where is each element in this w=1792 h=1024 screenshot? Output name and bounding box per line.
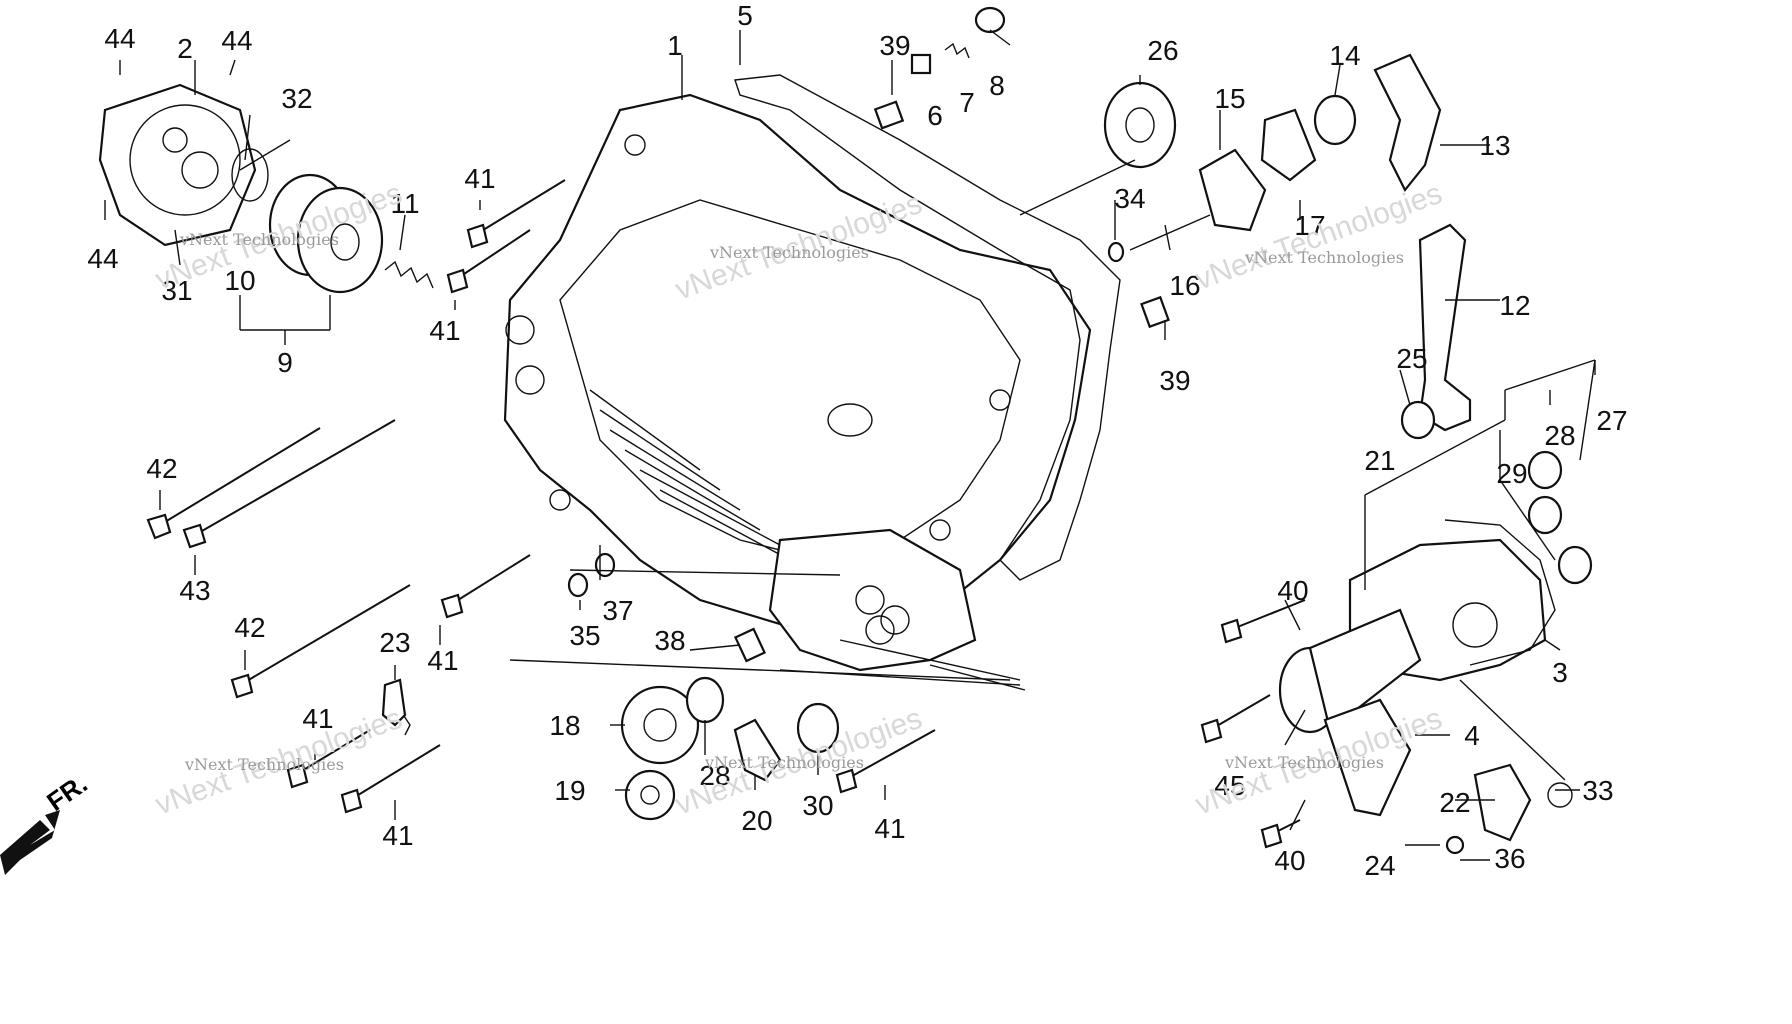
callout-15: 15: [1214, 83, 1245, 114]
callout-14: 14: [1329, 40, 1360, 71]
callout-38: 38: [654, 625, 685, 656]
callout-16: 16: [1169, 270, 1200, 301]
callout-45: 45: [1214, 770, 1245, 801]
callout-20: 20: [741, 805, 772, 836]
callout-42: 42: [146, 453, 177, 484]
callout-34: 34: [1114, 183, 1145, 214]
callout-3: 3: [1552, 657, 1568, 688]
callout-39: 39: [879, 30, 910, 61]
callout-22: 22: [1439, 787, 1470, 818]
callout-39: 39: [1159, 365, 1190, 396]
watermark-small: vNext Technologies: [709, 243, 869, 262]
callout-24: 24: [1364, 850, 1395, 881]
leader-lines: [104, 29, 1596, 861]
callout-44: 44: [87, 243, 118, 274]
spring: [384, 260, 434, 289]
callout-6: 6: [927, 100, 943, 131]
oil-pump-cover: [98, 83, 257, 247]
callout-13: 13: [1479, 130, 1510, 161]
callout-1: 1: [667, 30, 683, 61]
callout-33: 33: [1582, 775, 1613, 806]
callout-26: 26: [1147, 35, 1178, 66]
callout-43: 43: [179, 575, 210, 606]
crankcase-cover: [503, 93, 1092, 672]
callout-27: 27: [1596, 405, 1627, 436]
callout-41: 41: [429, 315, 460, 346]
callout-35: 35: [569, 620, 600, 651]
callout-36: 36: [1494, 843, 1525, 874]
callout-31: 31: [161, 275, 192, 306]
callout-11: 11: [390, 188, 419, 219]
callout-17: 17: [1294, 210, 1325, 241]
callout-30: 30: [802, 790, 833, 821]
callout-42: 42: [234, 612, 265, 643]
callout-41: 41: [464, 163, 495, 194]
watermark-small: vNext Technologies: [1244, 248, 1404, 267]
small-parts: [567, 6, 1170, 663]
gears: [394, 676, 840, 821]
front-direction-arrow: FR.: [0, 768, 93, 875]
callout-21: 21: [1364, 445, 1395, 476]
bracket: [381, 678, 407, 727]
callout-41: 41: [382, 820, 413, 851]
callout-10: 10: [224, 265, 255, 296]
starter-motor: [1278, 450, 1593, 855]
callout-9: 9: [277, 347, 293, 378]
oil-filter: [268, 173, 384, 294]
bearing: [1103, 81, 1177, 169]
callout-28: 28: [699, 760, 730, 791]
direction-label: FR.: [41, 768, 93, 817]
callout-37: 37: [602, 595, 633, 626]
callout-2: 2: [177, 33, 193, 64]
long-bolts: [146, 179, 1306, 849]
callout-28: 28: [1544, 420, 1575, 451]
gasket: [734, 74, 1121, 581]
callout-23: 23: [379, 627, 410, 658]
callout-7: 7: [959, 87, 975, 118]
watermark-small: vNext Technologies: [184, 755, 344, 774]
callout-41: 41: [874, 813, 905, 844]
callout-41: 41: [427, 645, 458, 676]
callout-40: 40: [1274, 845, 1305, 876]
watermark-small: vNext Technologies: [179, 230, 339, 249]
callout-12: 12: [1499, 290, 1530, 321]
callout-44: 44: [104, 23, 135, 54]
o-ring: [231, 148, 269, 202]
callout-5: 5: [737, 0, 753, 31]
callout-29: 29: [1496, 458, 1527, 489]
watermark-small: vNext Technologies: [1224, 753, 1384, 772]
callout-18: 18: [549, 710, 580, 741]
callout-40: 40: [1277, 575, 1308, 606]
watermark-small: vNext Technologies: [704, 753, 864, 772]
callout-41: 41: [302, 703, 333, 734]
callout-25: 25: [1396, 343, 1427, 374]
callout-44: 44: [221, 25, 252, 56]
callout-19: 19: [554, 775, 585, 806]
callout-labels: 1 5 2 44 44 44 32 31 10 9 11 41 41 39 6 …: [87, 0, 1627, 881]
shift-parts: [1129, 53, 1472, 440]
callout-4: 4: [1464, 720, 1480, 751]
callout-8: 8: [989, 70, 1005, 101]
callout-32: 32: [281, 83, 312, 114]
